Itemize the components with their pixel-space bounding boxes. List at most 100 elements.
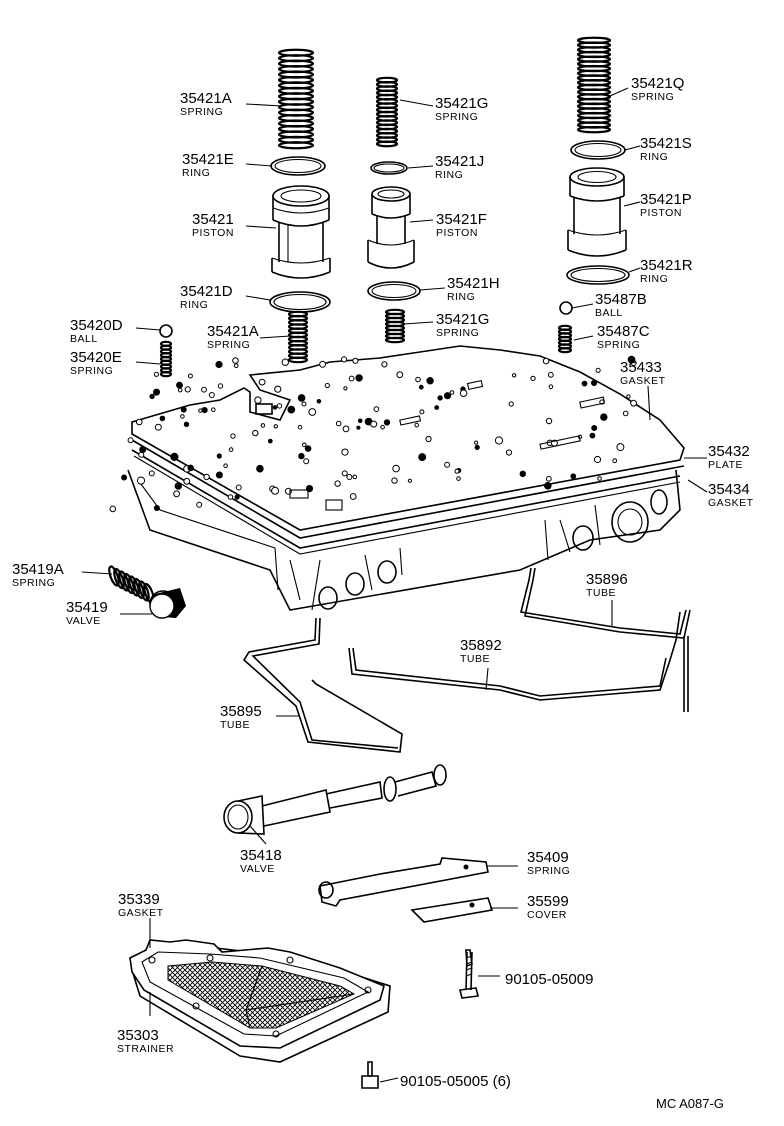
part-name: GASKET [118,907,164,919]
bolt-90105-05009 [459,949,479,999]
tube-35892 [348,611,681,701]
part-name: PISTON [436,227,478,239]
bolt-90105-05005 [361,1061,379,1089]
tube-35895 [242,617,403,753]
diagram-code: MC A087-G [656,1096,724,1111]
part-name: COVER [527,909,567,921]
spring-35421A-lower-drawing [287,310,309,364]
spring-35419A-drawing [108,565,155,605]
part-name: SPRING [70,365,113,377]
part-name: RING [435,169,463,181]
ring-35421D [269,291,331,313]
part-number: 35421D [180,283,233,300]
part-number: 35421J [435,153,484,170]
part-name: SPRING [12,577,55,589]
part-name: SPRING [527,865,570,877]
part-number: 35419 [66,599,108,616]
spring-35421Q-drawing [576,36,612,134]
ball-35420D [159,324,173,338]
part-number: 35433 [620,359,662,376]
valve-body-assembly [109,345,685,611]
part-number: 35421Q [631,75,684,92]
part-number: 35421F [436,211,487,228]
part-name: BALL [70,333,98,345]
part-name: TUBE [460,653,490,665]
part-number: 35421H [447,275,500,292]
part-number: 35487C [597,323,650,340]
part-number: 35420D [70,317,123,334]
part-name: SPRING [631,91,674,103]
part-number: 35421 [192,211,234,228]
part-number: 35895 [220,703,262,720]
piston-35421F [367,186,415,269]
spring-35421A-upper-drawing [277,48,315,150]
part-name: SPRING [180,106,223,118]
callout-c33: 90105-05005 (6) [400,1073,511,1090]
part-name: RING [182,167,210,179]
cover-35599 [410,897,494,923]
part-number: 35432 [708,443,750,460]
spring-35421G-upper-drawing [375,76,399,148]
gasket-35339 [129,939,385,1049]
piston-35421 [271,185,331,279]
part-number: 35421E [182,151,234,168]
part-number: 90105-05009 [505,971,593,988]
piston-35421P [567,167,627,257]
part-number: 35419A [12,561,64,578]
part-number: 35421A [180,90,232,107]
part-name: SPRING [207,339,250,351]
valve-35418 [223,764,447,835]
part-number: 35434 [708,481,750,498]
part-number: 35487B [595,291,647,308]
part-name: RING [640,151,668,163]
spring-35409 [318,857,489,907]
spring-35421G-lower-drawing [384,308,406,344]
part-name: VALVE [240,863,275,875]
part-number: 35420E [70,349,122,366]
part-number: 35421R [640,257,693,274]
ring-35421J [370,161,408,175]
tube-35896 [520,567,691,712]
part-number: 35599 [527,893,569,910]
part-number: 90105-05005 (6) [400,1073,511,1090]
part-number: 35421G [435,95,488,112]
part-number: 35418 [240,847,282,864]
part-number: 35421S [640,135,692,152]
part-name: TUBE [586,587,616,599]
part-name: GASKET [708,497,754,509]
part-name: PISTON [640,207,682,219]
callout-c31: 90105-05009 [505,971,593,988]
part-name: GASKET [620,375,666,387]
ball-35487B [559,301,573,315]
part-name: RING [180,299,208,311]
